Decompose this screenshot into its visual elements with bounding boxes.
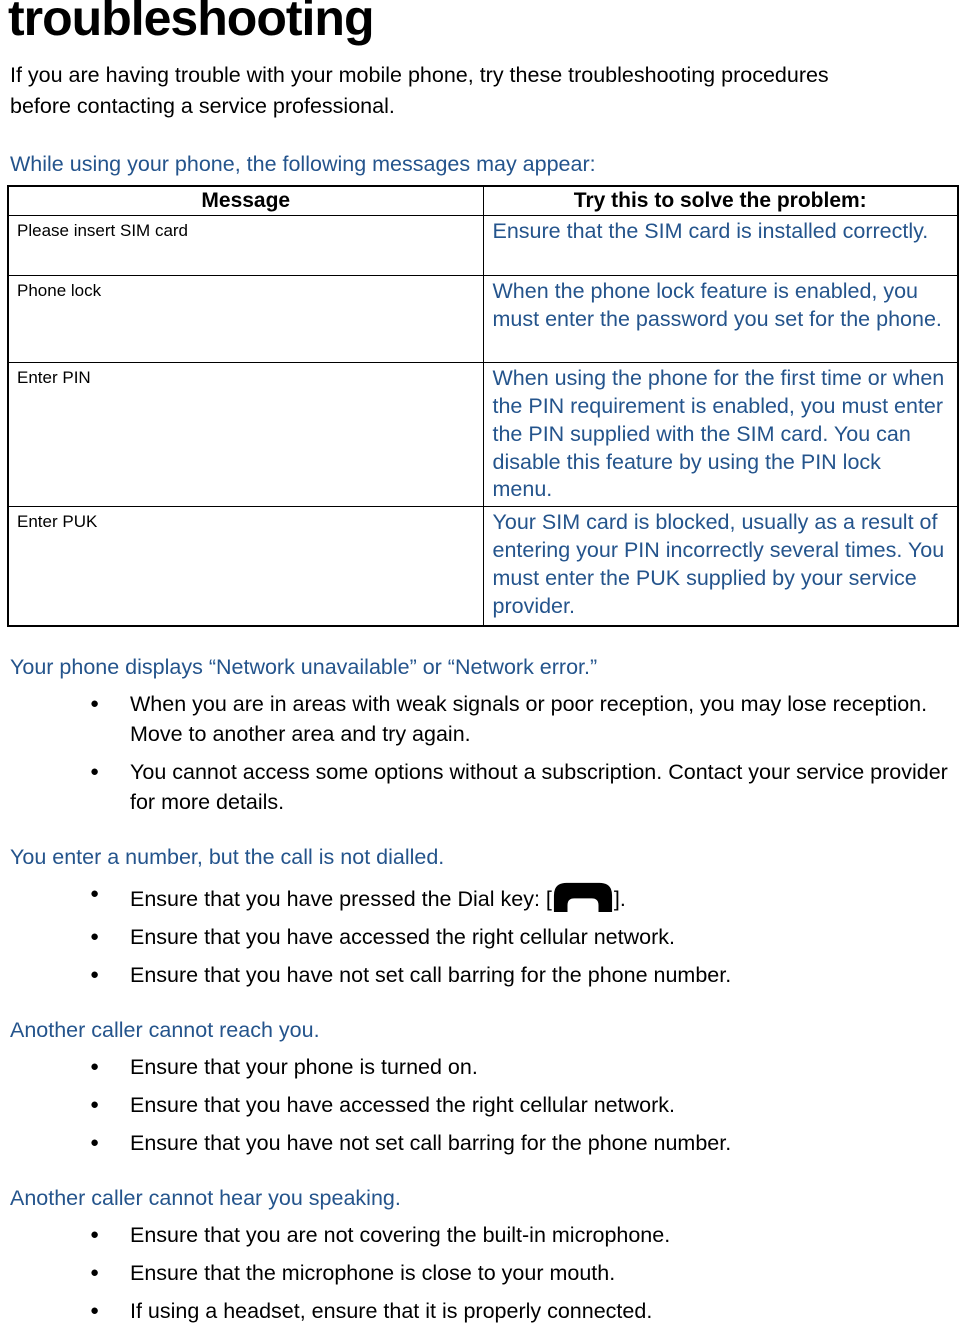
dial-key-icon [553,882,612,912]
bullet-item: ● Ensure that you have accessed the right… [10,1090,958,1120]
bullet-text: Ensure that your phone is turned on. [130,1054,478,1079]
bullet-text: Ensure that the microphone is close to y… [130,1261,616,1286]
message-cell: Please insert SIM card [7,214,484,276]
bullet-icon: ● [90,927,100,945]
bullet-text: Ensure that you are not covering the bui… [130,1223,671,1248]
message-cell: Enter PIN [7,361,484,508]
table-header-row: Message Try this to solve the problem: [7,185,959,216]
messages-section-heading: While using your phone, the following me… [10,151,596,176]
bullet-item: ● Ensure that you have not set call barri… [10,960,958,990]
troubleshooting-sections: Your phone displays “Network unavailable… [10,655,958,1326]
bullet-item: ● You cannot access some options without … [10,757,958,817]
bullet-item: ● Ensure that you are not covering the bu… [10,1220,958,1250]
bullet-item: ● Ensure that your phone is turned on. [10,1052,958,1082]
bullet-item: ● Ensure that you have accessed the right… [10,922,958,952]
bullet-icon: ● [90,966,100,984]
bullet-text: Ensure that you have not set call barrin… [130,1131,732,1156]
bullet-item: ● If using a headset, ensure that it is p… [10,1296,958,1326]
bullet-text: If using a headset, ensure that it is pr… [130,1299,653,1324]
solution-cell: When using the phone for the first time … [482,361,959,508]
section-heading: Another caller cannot reach you. [10,1018,320,1043]
bullet-list: ● Ensure that you are not covering the bu… [10,1220,958,1326]
bullet-icon: ● [90,1226,100,1244]
message-cell: Phone lock [7,274,484,363]
bullet-list: ● Ensure that your phone is turned on. ● En… [10,1052,958,1158]
bullet-text: You cannot access some options without a… [130,759,948,814]
message-cell: Enter PUK [7,506,484,627]
section: Your phone displays “Network unavailable… [10,655,958,817]
solution-cell: Your SIM card is blocked, usually as a r… [482,506,959,627]
bullet-icon: ● [90,1134,100,1152]
bullet-icon: ● [90,1096,100,1114]
page-title: troubleshooting [8,0,375,46]
bullet-item: ● Ensure that you have not set call barri… [10,1128,958,1158]
section-heading: You enter a number, but the call is not … [10,845,445,870]
section: Another caller cannot hear you speaking.… [10,1186,958,1326]
table-header-solution: Try this to solve the problem: [482,185,959,216]
bullet-text: When you are in areas with weak signals … [130,691,928,746]
bullet-item: ● Ensure that you have pressed the Dial k… [10,879,958,914]
bullet-item: ● Ensure that the microphone is close to … [10,1258,958,1288]
bullet-icon: ● [90,694,100,712]
messages-table: Message Try this to solve the problem: P… [7,184,959,627]
bullet-icon: ● [90,1302,100,1320]
bullet-text: Ensure that you have accessed the right … [130,1093,675,1118]
bullet-icon: ● [90,884,100,902]
bullet-item: ● When you are in areas with weak signals… [10,689,958,749]
bullet-list: ● When you are in areas with weak signals… [10,689,958,817]
solution-cell: Ensure that the SIM card is installed co… [482,214,959,276]
bullet-icon: ● [90,762,100,780]
bullet-text: Ensure that you have pressed the Dial ke… [130,879,958,914]
section-heading: Another caller cannot hear you speaking. [10,1186,401,1211]
bullet-icon: ● [90,1264,100,1282]
solution-cell: When the phone lock feature is enabled, … [482,274,959,363]
table-header-message: Message [7,185,484,216]
bullet-list: ● Ensure that you have pressed the Dial k… [10,879,958,990]
bullet-text: Ensure that you have accessed the right … [130,924,675,949]
intro-paragraph: If you are having trouble with your mobi… [10,63,829,118]
bullet-text: Ensure that you have not set call barrin… [130,963,732,988]
section-heading: Your phone displays “Network unavailable… [10,654,598,679]
section: Another caller cannot reach you. ● Ensure … [10,1018,958,1158]
section: You enter a number, but the call is not … [10,845,958,990]
bullet-icon: ● [90,1057,100,1075]
